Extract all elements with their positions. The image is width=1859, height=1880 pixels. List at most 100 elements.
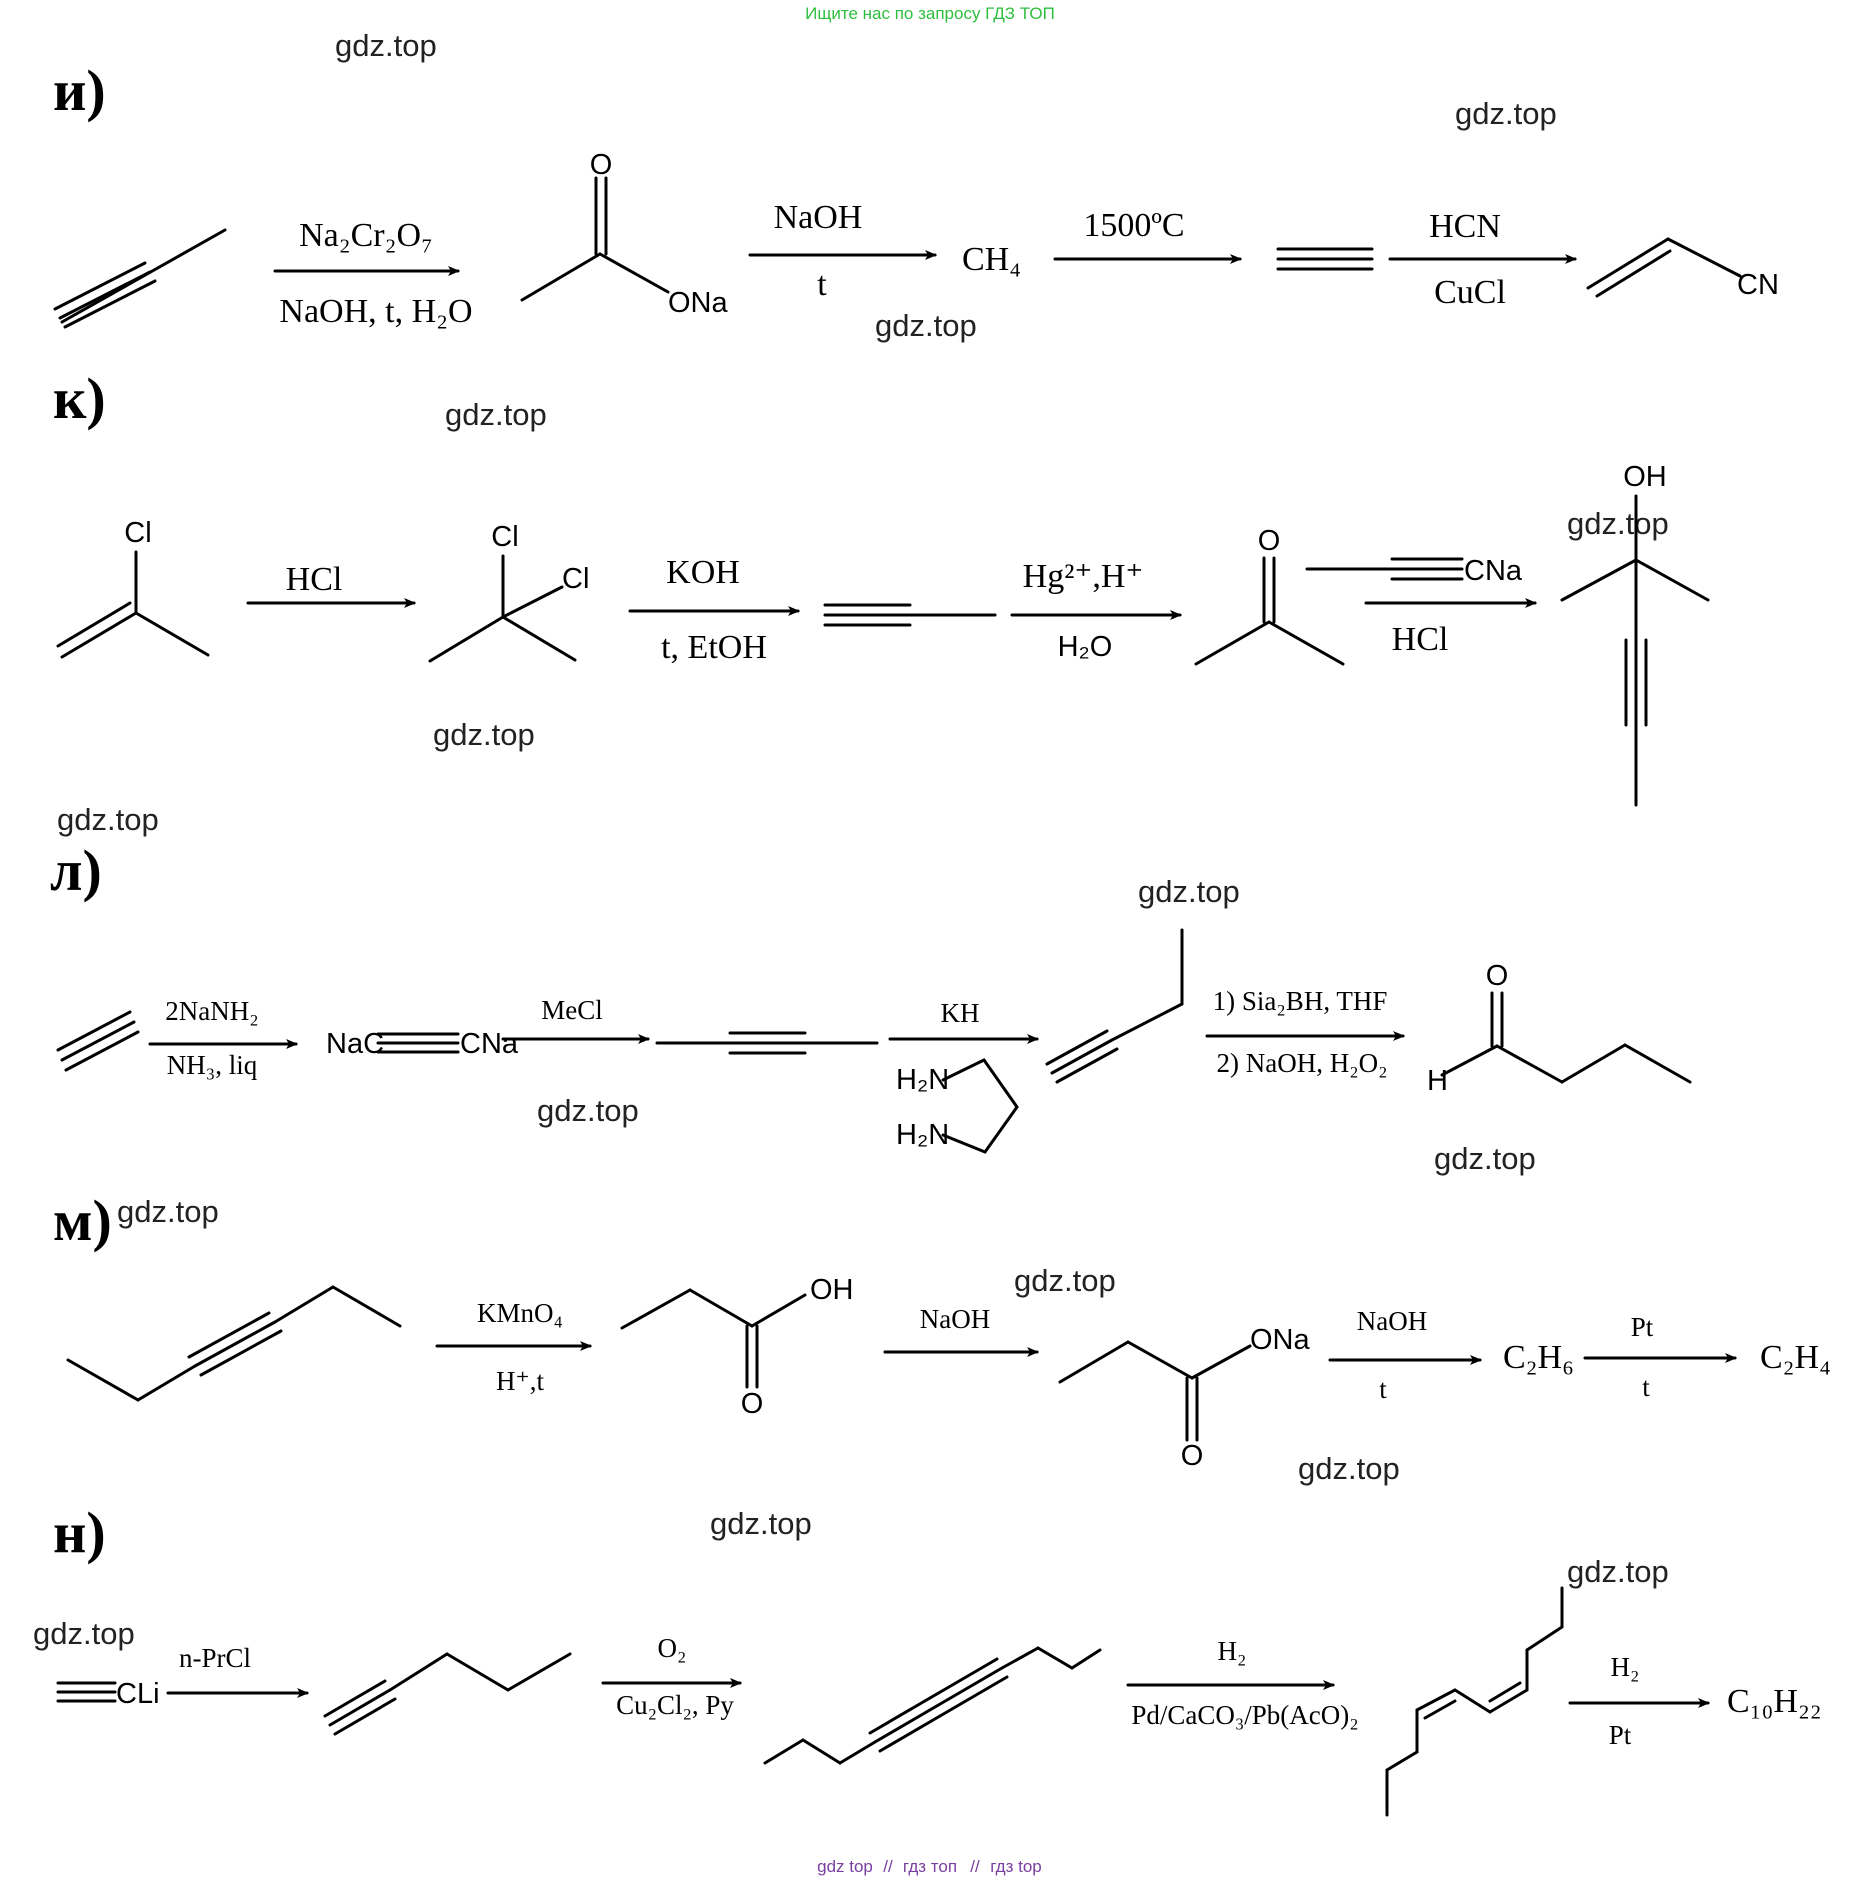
propyne-structure — [823, 603, 997, 627]
product-formula: CH₄ — [962, 241, 1021, 278]
atom-label: NaC — [326, 1028, 384, 1060]
reagent-below: t — [1379, 1374, 1387, 1404]
atom-label: O — [1486, 960, 1509, 992]
atom-label: O — [590, 149, 613, 181]
atom-label: Cl — [562, 563, 589, 595]
watermark: gdz.top — [1567, 506, 1669, 541]
section-i: и) Na₂Cr₂O₇ NaOH, t, H₂O O ONa NaOH t CH… — [53, 58, 1779, 330]
watermark: gdz.top — [710, 1506, 812, 1541]
reagent-below: t, EtOH — [661, 629, 767, 666]
atom-label: ONa — [668, 287, 729, 319]
sodium-propanoate-structure: ONa O — [1058, 1324, 1311, 1472]
dichloropropane-structure: Cl Cl — [428, 521, 589, 663]
footer-separator: // — [970, 1857, 980, 1876]
footer-link[interactable]: гдз top — [990, 1857, 1042, 1876]
butyne-structure — [655, 1031, 879, 1055]
atom-label: OH — [1623, 461, 1667, 493]
section-l: л) 2NaNH₂ NH₃, liq NaC CNa MeCl KH H₂N H… — [50, 838, 1692, 1154]
pentyne-structure — [323, 1652, 572, 1736]
atom-label: H₂N — [896, 1064, 949, 1096]
reagent-below: 2) NaOH, H₂O₂ — [1216, 1048, 1387, 1078]
hexyne-structure — [66, 1285, 402, 1402]
reagent-above: NaOH — [920, 1304, 990, 1334]
reagent-above: O₂ — [658, 1633, 687, 1663]
reagent-above: Na₂Cr₂O₇ — [299, 217, 433, 254]
reagent-above: MeCl — [541, 995, 603, 1025]
section-label: к) — [53, 366, 106, 431]
watermark: gdz.top — [117, 1194, 219, 1229]
reagent-above: 1500ºC — [1083, 207, 1184, 244]
watermark: gdz.top — [57, 802, 159, 837]
reagent-above: HCN — [1429, 208, 1501, 245]
section-label: н) — [53, 1500, 106, 1565]
chloropropene-structure: Cl — [56, 517, 210, 659]
watermark: gdz.top — [445, 397, 547, 432]
section-label: и) — [53, 58, 106, 123]
reagent-above: Hg²⁺,H⁺ — [1023, 558, 1144, 595]
reagent-below: HCl — [1392, 621, 1449, 658]
reagent-below: t — [817, 266, 827, 303]
reagent-below: t — [1642, 1372, 1650, 1402]
reagent-below: H⁺,t — [496, 1366, 545, 1396]
reagent-below: NH₃, liq — [167, 1050, 258, 1080]
propyne-structure — [53, 228, 227, 329]
acrylonitrile-structure: CN — [1586, 237, 1779, 301]
reagent-above: H₂ — [1611, 1652, 1640, 1682]
watermark: gdz.top — [335, 28, 437, 63]
section-label: м) — [53, 1188, 112, 1253]
watermark: gdz.top — [537, 1093, 639, 1128]
atom-label: O — [1181, 1440, 1204, 1472]
section-n: н) CLi n-PrCl O₂ Cu₂Cl₂, Py — [53, 1500, 1822, 1817]
atom-label: H₂N — [896, 1119, 949, 1151]
acetone-structure: O — [1194, 525, 1345, 666]
reagent-above: H₂ — [1218, 1636, 1247, 1666]
watermark: gdz.top — [33, 1616, 135, 1651]
atom-label: ONa — [1250, 1324, 1311, 1356]
header-note: Ищите нас по запросу ГДЗ ТОП — [805, 4, 1055, 23]
decadiene-structure — [1385, 1586, 1564, 1817]
sodium-acetate-structure: O ONa — [520, 149, 729, 319]
butyne-terminal-structure — [1045, 928, 1184, 1084]
reagent-above: Pt — [1631, 1312, 1654, 1342]
reagent-below: Pd/CaCO₃/Pb(AcO)₂ — [1131, 1700, 1358, 1730]
reagent-below: Cu₂Cl₂, Py — [616, 1690, 734, 1720]
reagent-below: NaOH, t, H₂O — [279, 293, 472, 330]
footer-link[interactable]: gdz top — [817, 1857, 873, 1876]
reagent-above: HCl — [286, 561, 343, 598]
watermark: gdz.top — [1014, 1263, 1116, 1298]
atom-label: Cl — [124, 517, 151, 549]
atom-label: CLi — [116, 1678, 160, 1710]
propanoic-acid-structure: OH O — [620, 1274, 854, 1420]
watermark: gdz.top — [1567, 1554, 1669, 1589]
section-k: к) Cl HCl Cl Cl KOH t, EtOH H — [53, 366, 1710, 807]
reagent-above: KOH — [666, 554, 740, 591]
butanal-structure: O H — [1427, 960, 1692, 1097]
lithium-acetylide-structure: CLi — [56, 1678, 160, 1710]
watermark: gdz.top — [1298, 1451, 1400, 1486]
atom-label: O — [1258, 525, 1281, 557]
reagent-above: n-PrCl — [179, 1643, 251, 1673]
product-formula: C₂H₆ — [1503, 1339, 1574, 1376]
propynyl-sodium-reagent: CNa — [1305, 555, 1523, 587]
atom-label: O — [741, 1388, 764, 1420]
sodium-acetylide-structure: NaC CNa — [326, 1028, 519, 1060]
reagent-above: KMnO₄ — [477, 1298, 563, 1328]
product-formula: C₁₀H₂₂ — [1727, 1683, 1822, 1720]
reagent-above: KH — [941, 998, 980, 1028]
atom-label: H — [1427, 1065, 1448, 1097]
atom-label: CNa — [1464, 555, 1523, 587]
methylpentynol-structure: OH — [1560, 461, 1710, 807]
product-formula: C₂H₄ — [1760, 1339, 1831, 1376]
reagent-above: NaOH — [1357, 1306, 1427, 1336]
atom-label: CN — [1737, 269, 1779, 301]
footer-separator: // — [883, 1857, 893, 1876]
ethylenediamine-structure: H₂N H₂N — [896, 1058, 1019, 1154]
acetylene-structure — [56, 1010, 140, 1072]
reagent-below: CuCl — [1434, 274, 1506, 311]
watermark: gdz.top — [875, 308, 977, 343]
decadiyne-structure — [763, 1646, 1102, 1765]
footer-link[interactable]: гдз топ — [903, 1857, 957, 1876]
watermark: gdz.top — [433, 717, 535, 752]
reagent-below: H₂O — [1058, 631, 1113, 663]
